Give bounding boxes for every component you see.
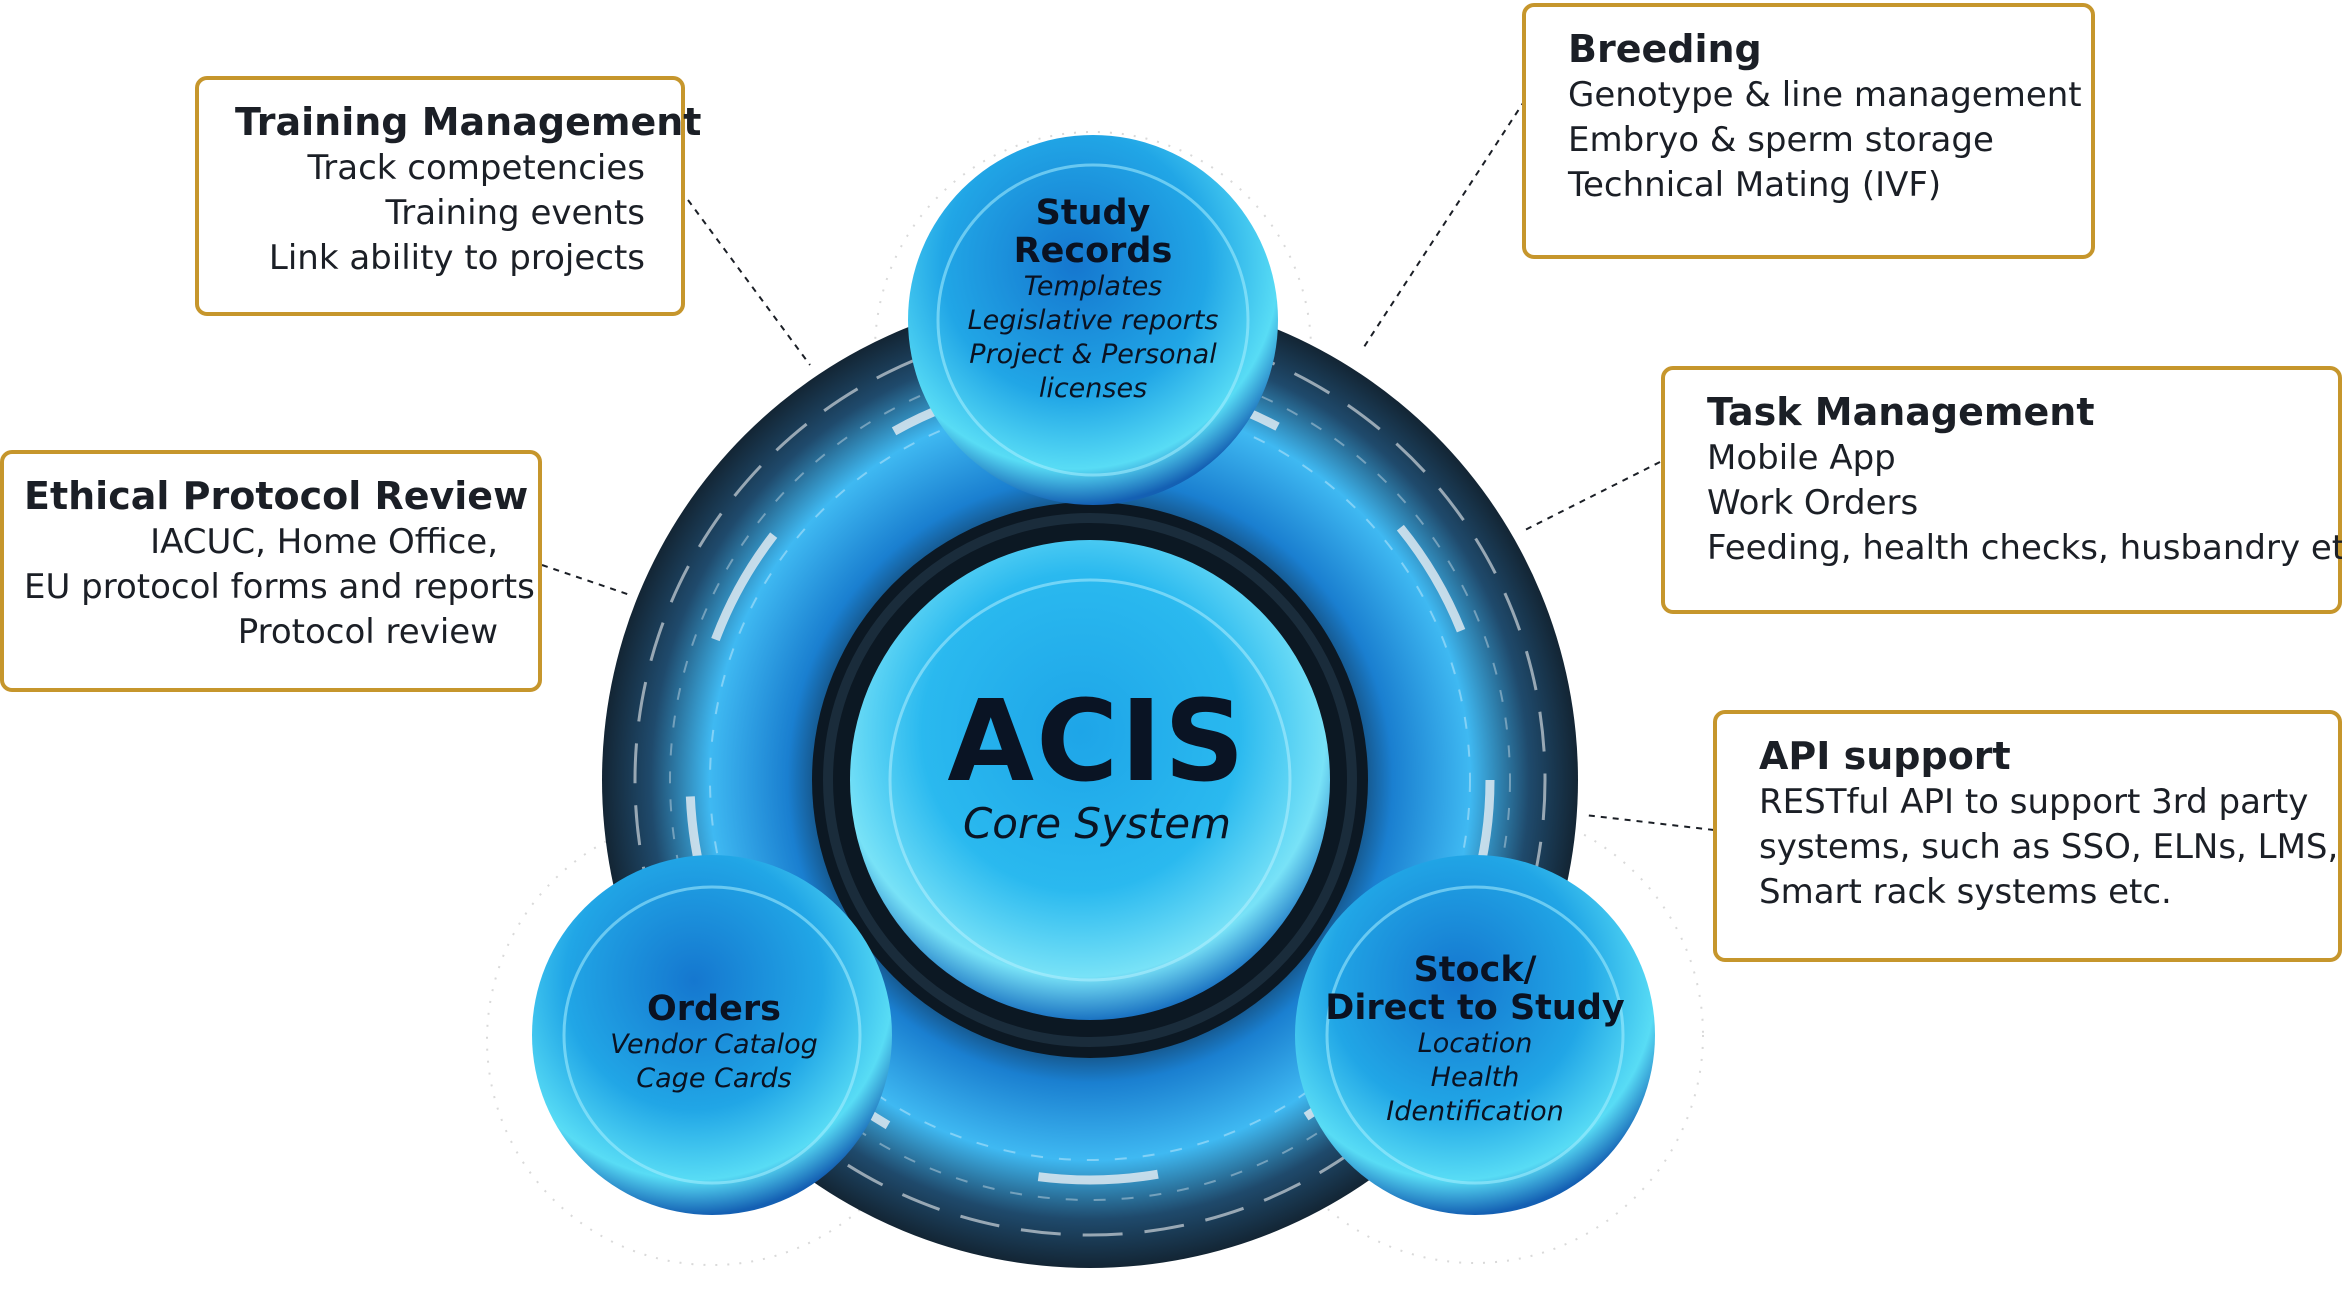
orders-item: Vendor Catalog — [610, 1029, 818, 1060]
api-item: systems, such as SSO, ELNs, LMS, — [1759, 827, 2339, 867]
task-item: Work Orders — [1707, 483, 1919, 523]
api-item: Smart rack systems etc. — [1759, 872, 2172, 912]
stock-title-line: Stock/ — [1413, 950, 1537, 990]
task-item: Feeding, health checks, husbandry etc. — [1707, 528, 2342, 568]
training-item: Track competencies — [307, 148, 645, 188]
connector-api — [1584, 814, 1715, 831]
study-records-bubble: Study Records Templates Legislative repo… — [968, 194, 1219, 406]
breeding-item: Embryo & sperm storage — [1568, 120, 1994, 160]
core-label: ACIS Core System — [947, 686, 1246, 850]
study-item: licenses — [1038, 373, 1148, 404]
stock-item: Identification — [1386, 1096, 1564, 1127]
breeding-item: Genotype & line management — [1568, 75, 2082, 115]
training-management-box: Training Management Track competencies T… — [195, 76, 702, 316]
orders-title: Orders — [647, 989, 781, 1029]
training-title: Training Management — [235, 100, 702, 144]
ethical-title: Ethical Protocol Review — [24, 474, 529, 518]
breeding-item: Technical Mating (IVF) — [1568, 165, 1942, 205]
study-title-line: Records — [1013, 231, 1173, 271]
ethical-item: Protocol review — [237, 612, 498, 652]
ethical-item: EU protocol forms and reports — [24, 567, 535, 607]
core-subtitle: Core System — [962, 799, 1232, 848]
stock-item: Location — [1417, 1028, 1533, 1059]
breeding-box: Breeding Genotype & line management Embr… — [1522, 3, 2095, 259]
stock-bubble: Stock/ Direct to Study Location Health I… — [1325, 951, 1624, 1129]
stock-title-line: Direct to Study — [1325, 988, 1625, 1028]
study-title-line: Study — [1035, 193, 1151, 233]
stock-bubble-graphic — [1295, 855, 1655, 1215]
orders-item: Cage Cards — [636, 1063, 792, 1094]
breeding-title: Breeding — [1568, 27, 1762, 71]
connector-task — [1524, 461, 1661, 531]
stock-item: Health — [1430, 1062, 1520, 1093]
task-item: Mobile App — [1707, 438, 1896, 478]
study-item: Project & Personal — [969, 339, 1217, 370]
core-circle — [850, 540, 1330, 1020]
training-item: Link ability to projects — [268, 238, 645, 278]
task-title: Task Management — [1707, 390, 2095, 434]
connector-ethical — [541, 564, 631, 596]
connector-training — [687, 199, 811, 366]
ethical-item: IACUC, Home Office, — [150, 522, 498, 562]
connector-breeding — [1361, 99, 1526, 351]
training-item: Training events — [385, 193, 645, 233]
orders-bubble: Orders Vendor Catalog Cage Cards — [610, 990, 818, 1096]
study-item: Legislative reports — [967, 305, 1219, 336]
study-bubble-graphic — [908, 135, 1278, 505]
study-item: Templates — [1023, 271, 1163, 302]
task-management-box: Task Management Mobile App Work Orders F… — [1661, 366, 2342, 614]
orders-bubble-graphic — [532, 855, 892, 1215]
api-support-box: API support RESTful API to support 3rd p… — [1713, 710, 2342, 962]
api-item: RESTful API to support 3rd party — [1759, 782, 2309, 822]
api-title: API support — [1759, 734, 2011, 778]
core-title: ACIS — [947, 677, 1247, 807]
ethical-protocol-review-box: Ethical Protocol Review IACUC, Home Offi… — [0, 450, 542, 692]
